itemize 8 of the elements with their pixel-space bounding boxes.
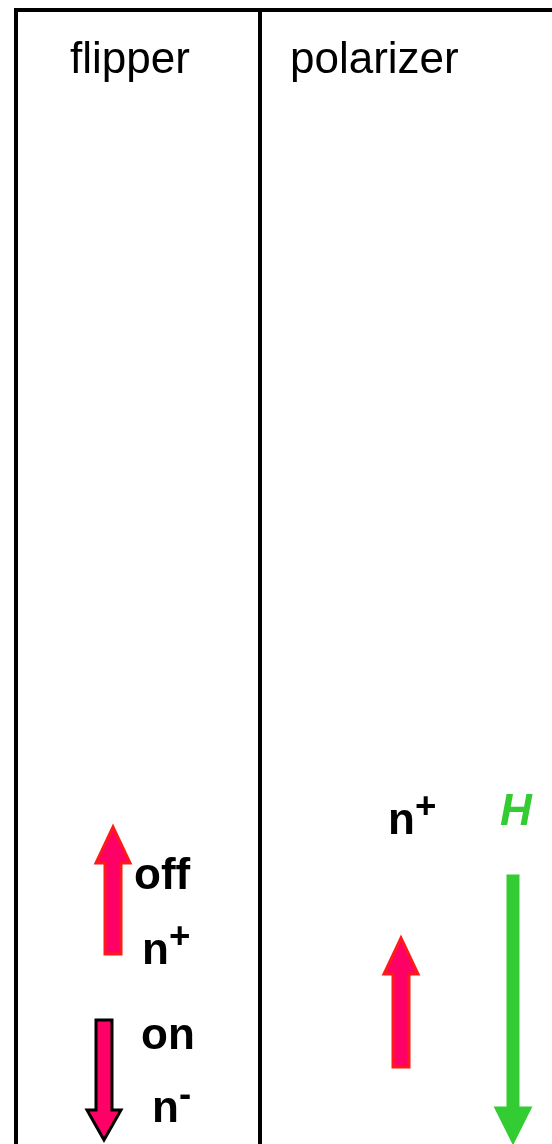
state-label: n$^{+}$ — [388, 788, 437, 841]
panel-title: flipper — [70, 34, 190, 83]
panel-title: polarizer — [290, 34, 459, 83]
state-label: n$^{-}$ — [152, 1076, 192, 1129]
field-symbol: H — [500, 788, 532, 832]
state-label: on — [141, 1012, 195, 1056]
state-label: off — [134, 852, 191, 896]
state-label: n$^{+}$ — [142, 918, 191, 971]
